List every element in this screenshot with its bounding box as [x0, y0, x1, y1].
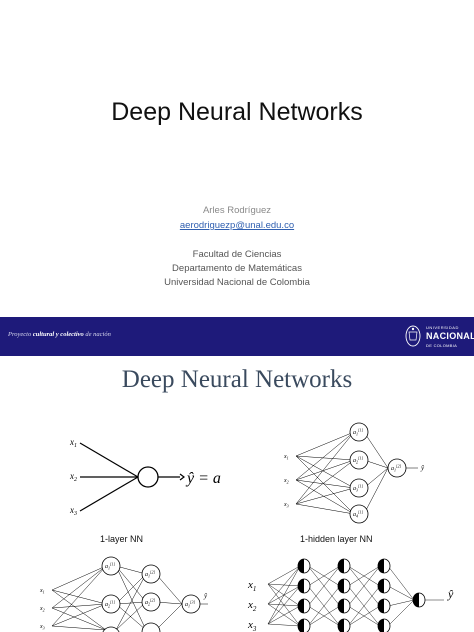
affiliation-university: Universidad Nacional de Colombia [164, 277, 310, 288]
svg-text:ŷ: ŷ [203, 592, 208, 600]
logo-line2: NACIONAL [426, 331, 474, 341]
svg-text:a2[2]: a2[2] [145, 598, 156, 607]
svg-text:x1: x1 [283, 454, 289, 461]
caption-1-hidden-layer: 1-hidden layer NN [300, 534, 373, 544]
svg-text:a1[2]: a1[2] [145, 570, 156, 579]
svg-text:a2[1]: a2[1] [353, 456, 364, 465]
svg-text:ŷ: ŷ [420, 464, 425, 472]
content-slide: Deep Neural Networks x1 x2 x3 ŷ = a 1-la… [0, 356, 474, 632]
slide-title: Deep Neural Networks [111, 98, 363, 126]
svg-text:x1: x1 [247, 579, 256, 593]
title-slide: Deep Neural Networks Arles Rodríguez aer… [0, 98, 474, 356]
two-hidden-layer-nn-diagram: x1 x2 x3 a1[1] a2[1] a1[2] a2[2] a1[3] ŷ [39, 556, 208, 632]
input-x3: x3 [69, 505, 77, 517]
svg-text:a1[1]: a1[1] [353, 428, 364, 437]
author-email-link[interactable]: aerodriguezp@unal.edu.co [179, 220, 295, 231]
slide2-title: Deep Neural Networks [121, 366, 353, 393]
svg-text:x3: x3 [283, 502, 289, 509]
output-label: ŷ = a [185, 470, 221, 487]
svg-text:a1[3]: a1[3] [185, 600, 196, 609]
affiliation-department: Departamento de Matemáticas [172, 263, 302, 274]
svg-text:a1[1]: a1[1] [105, 562, 116, 571]
university-logo: UNIVERSIDAD NACIONAL DE COLOMBIA [404, 323, 474, 351]
logo-line3: DE COLOMBIA [426, 343, 458, 348]
svg-text:x2: x2 [283, 478, 289, 485]
svg-text:a2[1]: a2[1] [105, 600, 116, 609]
svg-text:x2: x2 [39, 606, 45, 613]
tagline-bold: cultural y colectivo [32, 331, 84, 338]
affiliation-faculty: Facultad de Ciencias [192, 249, 282, 260]
svg-text:a1[2]: a1[2] [391, 464, 402, 473]
input-x1: x1 [69, 437, 77, 449]
deep-nn-diagram: x1 x2 x3 ŷ [247, 558, 454, 632]
logo-line1: UNIVERSIDAD [426, 325, 459, 330]
input-x2: x2 [69, 471, 77, 483]
svg-text:x3: x3 [247, 619, 257, 632]
tagline-part1: Proyecto [8, 331, 33, 338]
svg-text:x1: x1 [39, 588, 45, 595]
svg-text:ŷ: ŷ [447, 587, 454, 601]
author-name: Arles Rodríguez [202, 205, 272, 216]
one-layer-nn-diagram: x1 x2 x3 ŷ = a [69, 437, 221, 517]
svg-text:x2: x2 [247, 599, 257, 613]
footer-tagline: Proyecto cultural y colectivo de nación [8, 331, 111, 338]
one-hidden-layer-nn-diagram: x1 x2 x3 a1[1] a2[1] a3[1] a4[1] a1[2] ŷ [283, 422, 425, 524]
footer-band: Proyecto cultural y colectivo de nación … [0, 317, 474, 356]
svg-text:a3[1]: a3[1] [353, 484, 364, 493]
caption-1-layer: 1-layer NN [100, 534, 144, 544]
svg-text:x3: x3 [39, 624, 45, 631]
svg-text:a4[1]: a4[1] [353, 510, 364, 519]
seal-icon [405, 325, 421, 347]
tagline-part2: de nación [83, 331, 111, 338]
